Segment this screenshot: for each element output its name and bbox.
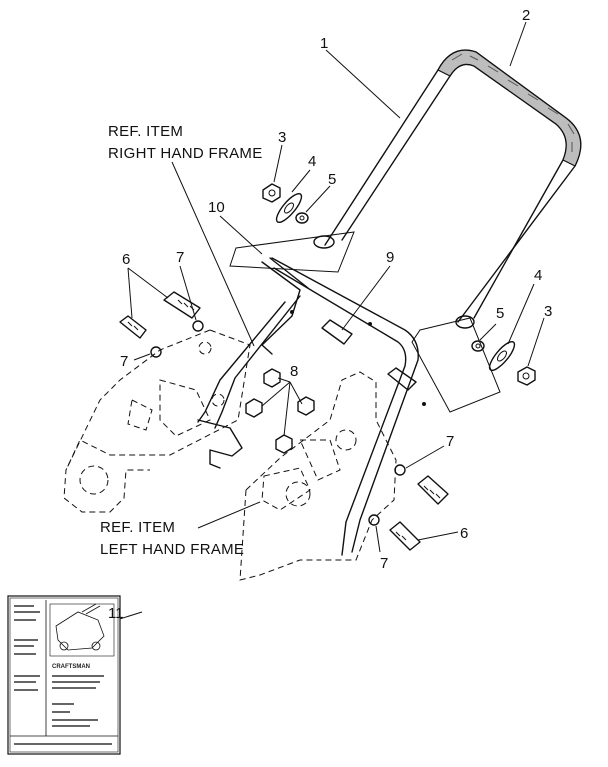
callout-8: 8 <box>290 363 298 380</box>
owners-manual: CRAFTSMAN <box>7 595 121 755</box>
lower-handle <box>197 257 426 556</box>
ref-right-frame-line2: RIGHT HAND FRAME <box>108 145 263 162</box>
manual-brand: CRAFTSMAN <box>52 664 90 670</box>
callout-5-upper: 5 <box>328 171 336 188</box>
leader-lines <box>109 21 545 623</box>
callout-1: 1 <box>320 35 328 52</box>
callout-7-upper-b: 7 <box>120 353 128 370</box>
knob-nut-right <box>517 366 536 386</box>
plane-upper-left <box>229 231 355 273</box>
callout-9: 9 <box>386 249 394 266</box>
callout-4-right: 4 <box>534 267 542 284</box>
washer-7b <box>150 346 162 358</box>
handle-grip <box>437 49 582 167</box>
right-hand-frame <box>63 329 251 513</box>
carriage-bolt-upper-b <box>119 315 147 339</box>
carriage-bolt-lower-b <box>389 521 421 551</box>
callout-7-upper-a: 7 <box>176 249 184 266</box>
upper-handle <box>313 49 582 329</box>
knob-nut-upper <box>262 183 281 203</box>
callout-5-right: 5 <box>496 305 504 322</box>
callout-2: 2 <box>522 7 530 24</box>
washer-7c <box>394 464 406 476</box>
callout-4-upper: 4 <box>308 153 316 170</box>
left-hand-frame <box>239 371 397 581</box>
washer-right <box>471 340 485 352</box>
washer-7a <box>192 320 204 332</box>
callout-3-upper: 3 <box>278 129 286 146</box>
callout-3-right: 3 <box>544 303 552 320</box>
ref-right-frame-line1: REF. ITEM <box>108 123 183 140</box>
ref-left-frame-line1: REF. ITEM <box>100 519 175 536</box>
knob-right <box>488 340 516 372</box>
knob-upper <box>275 192 303 224</box>
carriage-bolt-lower-a <box>417 475 449 505</box>
callout-10: 10 <box>208 199 225 216</box>
ref-left-frame-line2: LEFT HAND FRAME <box>100 541 244 558</box>
callout-7-lower-b: 7 <box>380 555 388 572</box>
callout-11: 11 <box>108 605 124 622</box>
callout-7-lower-a: 7 <box>446 433 454 450</box>
hex-nuts <box>245 368 315 454</box>
plane-right <box>411 317 501 413</box>
callout-6-lower: 6 <box>460 525 468 542</box>
carriage-bolt-center <box>321 319 417 391</box>
washer-7d <box>368 514 380 526</box>
callout-6-upper: 6 <box>122 251 130 268</box>
washer-upper <box>295 212 309 224</box>
